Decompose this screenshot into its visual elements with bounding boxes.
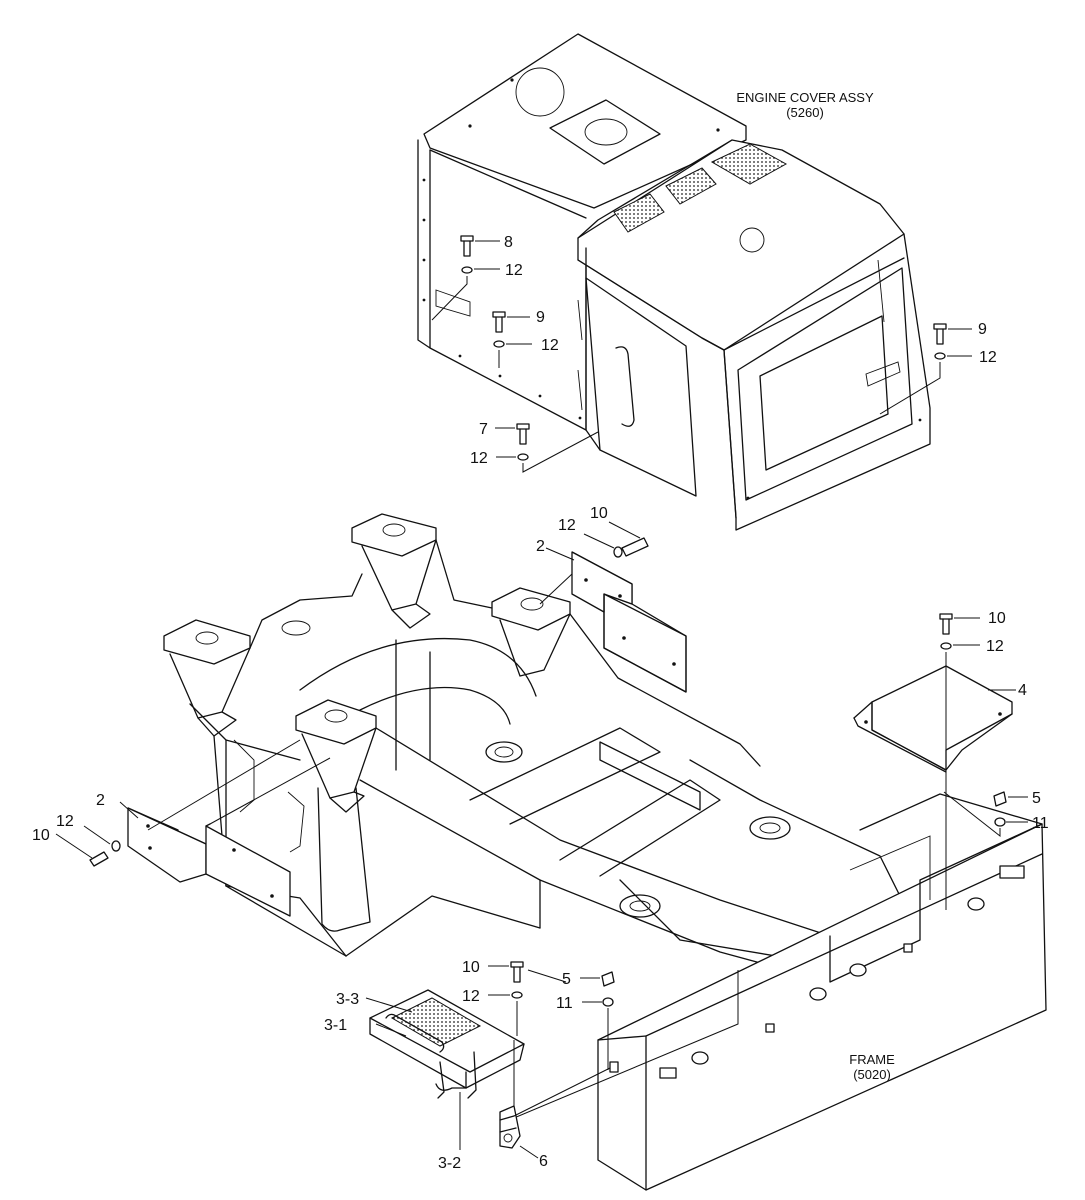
vent-grille [665,167,717,205]
washer-icon [940,642,952,650]
callout-10: 10 [462,959,480,976]
top-access-plate [549,99,661,165]
part-2-plate-lower [55,739,331,917]
bolt-icon [621,537,649,557]
callout-12: 12 [462,988,480,1005]
bolt-icon [460,235,474,242]
callout-6: 6 [539,1153,548,1170]
part-3-step-assembly [365,961,739,1150]
washer-icon [493,340,505,348]
callout-3-1: 3-1 [324,1017,347,1034]
callout-12: 12 [986,638,1004,655]
engine-cover-assy-label: ENGINE COVER ASSY [736,90,874,105]
callout-12: 12 [558,517,576,534]
frame-label: FRAME [849,1052,895,1067]
frame-fittings [609,865,1025,1079]
frame-code: (5020) [853,1067,891,1082]
callout-3-3: 3-3 [336,991,359,1008]
callout-10: 10 [590,505,608,522]
part-4-cover [853,613,1028,910]
part-2-plate-upper [539,521,687,693]
callout-2: 2 [96,792,105,809]
callout-3-2: 3-2 [438,1155,461,1172]
washer-icon [517,453,529,461]
callout-12: 12 [505,262,523,279]
washer-icon [934,352,946,360]
bolt-icon [933,323,947,330]
callout-4: 4 [1018,682,1027,699]
callout-12: 12 [470,450,488,467]
bolt-icon [89,851,109,867]
callout-11: 11 [556,995,573,1012]
callout-11: 11 [1032,815,1049,832]
engine-cover-fasteners [431,235,972,473]
callout-9: 9 [978,321,987,338]
bolt-icon [492,311,506,318]
washer-icon [511,991,523,999]
washer-icon [994,817,1006,827]
frame-holes [422,178,922,500]
assembly-labels: ENGINE COVER ASSY (5260) FRAME (5020) [736,90,895,1082]
washer-icon [461,266,473,274]
callout-10: 10 [988,610,1006,627]
washer-icon [111,840,121,852]
bolt-icon [516,423,530,430]
callout-12: 12 [541,337,559,354]
vent-grille [613,193,665,233]
part-6-latch [499,1067,611,1159]
callout-10: 10 [32,827,50,844]
callout-9: 9 [536,309,545,326]
bolt-icon [939,613,953,620]
callout-labels: 8 12 9 12 7 12 9 12 10 12 2 10 12 4 5 11… [32,234,1049,1172]
vent-grille [710,143,788,185]
callout-5: 5 [1032,790,1041,807]
callout-5: 5 [562,971,571,988]
washer-icon [602,997,614,1007]
engine-cover-assembly [417,33,931,531]
callout-8: 8 [504,234,513,251]
engine-cover-assy-code: (5260) [786,105,824,120]
bolt-icon [601,971,615,987]
bolt-icon [510,961,524,968]
callout-2: 2 [536,538,545,555]
step-pad [390,997,482,1047]
callout-12: 12 [979,349,997,366]
bolt-icon [993,791,1007,807]
washer-icon [613,546,623,558]
frame-assembly [163,513,1047,1191]
top-round-opening [515,67,565,117]
callout-7: 7 [479,421,488,438]
callout-12: 12 [56,813,74,830]
